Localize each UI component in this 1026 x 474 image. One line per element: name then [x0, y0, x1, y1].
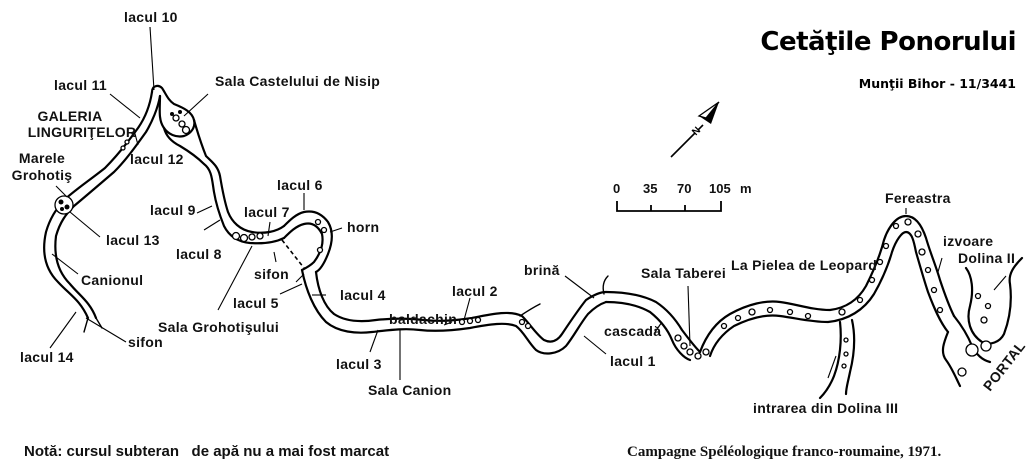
- scale-tick-35: 35: [643, 181, 657, 196]
- map-labels: lacul 10 lacul 11 GALERIA LINGURIŢELOR l…: [12, 9, 1026, 416]
- scale-tick-70: 70: [677, 181, 691, 196]
- label-lacul-7: lacul 7: [244, 204, 290, 220]
- label-marele: Marele: [19, 150, 65, 166]
- footer-credit: Campagne Spéléologique franco-roumaine, …: [627, 444, 942, 460]
- label-grohotis: Grohotiş: [12, 167, 73, 183]
- label-brina: brină: [524, 262, 560, 278]
- label-lacul-14: lacul 14: [20, 349, 74, 365]
- leader-lines: [49, 26, 1007, 380]
- label-intrarea-din-dolina-iii: intrarea din Dolina III: [753, 400, 898, 416]
- label-lacul-9: lacul 9: [150, 202, 196, 218]
- scale-bar: 0 35 70 105 m: [613, 181, 752, 212]
- label-sala-grohotisului: Sala Grohotişului: [158, 319, 279, 335]
- label-lacul-13: lacul 13: [106, 232, 160, 248]
- label-sifon-center: sifon: [254, 266, 289, 282]
- map-title: Cetăţile Ponorului: [760, 27, 1016, 57]
- label-lacul-12: lacul 12: [130, 151, 184, 167]
- label-galeria-1: GALERIA: [37, 108, 102, 124]
- scale-tick-0: 0: [613, 181, 620, 196]
- footer-note: Notă: cursul subteran de apă nu a mai fo…: [24, 443, 389, 460]
- label-horn: horn: [347, 219, 379, 235]
- label-sala-canion: Sala Canion: [368, 382, 451, 398]
- label-sala-castelului: Sala Castelului de Nisip: [215, 73, 380, 89]
- label-lacul-3: lacul 3: [336, 356, 382, 372]
- label-lacul-5: lacul 5: [233, 295, 279, 311]
- label-baldachin: baldachin: [389, 311, 457, 327]
- label-dolina-ii: Dolina II: [958, 250, 1015, 266]
- label-lacul-11: lacul 11: [54, 77, 107, 93]
- label-fereastra: Fereastra: [885, 190, 951, 206]
- label-lacul-8: lacul 8: [176, 246, 222, 262]
- label-canionul: Canionul: [81, 272, 143, 288]
- label-lacul-10: lacul 10: [124, 9, 178, 25]
- label-galeria-2: LINGURIŢELOR: [28, 124, 137, 140]
- label-lacul-4: lacul 4: [340, 287, 386, 303]
- label-sifon-west: sifon: [128, 334, 163, 350]
- cave-passages: [43, 84, 1024, 400]
- map-subtitle: Munţii Bihor - 11/3441: [859, 76, 1016, 91]
- label-lacul-6: lacul 6: [277, 177, 323, 193]
- label-izvoare: izvoare: [943, 233, 993, 249]
- north-arrow-icon: N: [670, 101, 720, 158]
- leopard-rocks: [720, 218, 944, 330]
- label-lacul-2: lacul 2: [452, 283, 498, 299]
- label-cascada: cascadă: [604, 323, 661, 339]
- scale-unit: m: [740, 181, 752, 196]
- label-la-pielea-de-leopard: La Pielea de Leopard: [731, 257, 877, 273]
- label-lacul-1: lacul 1: [610, 353, 656, 369]
- scale-tick-105: 105: [709, 181, 731, 196]
- label-sala-taberei: Sala Taberei: [641, 265, 726, 281]
